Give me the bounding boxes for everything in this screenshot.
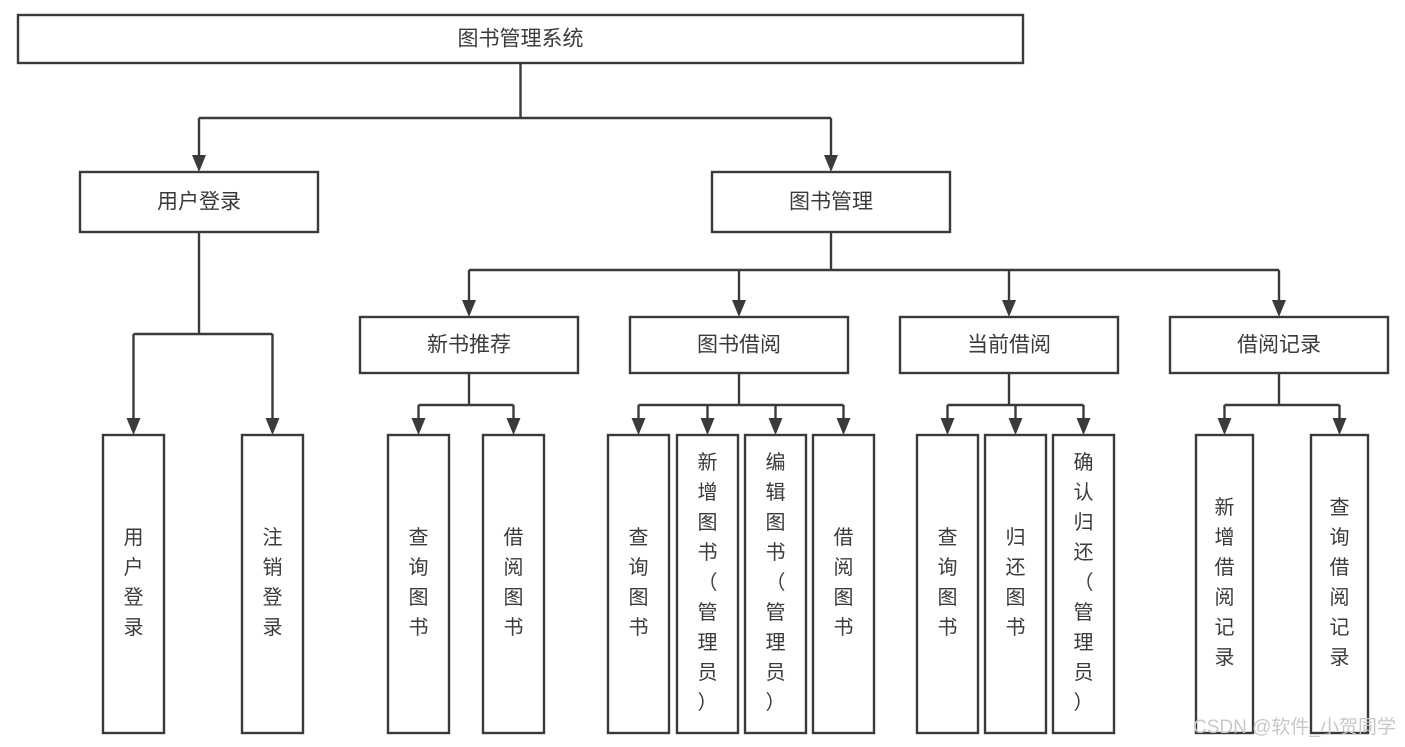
arrow-head-current-query-book <box>940 418 955 435</box>
node-box-borrow-add-book <box>675 433 740 735</box>
node-label-borrow-record: 借阅记录 <box>1237 334 1321 357</box>
node-label-current-return-book: 归还图书 <box>1006 526 1026 639</box>
node-box-current-confirm-return <box>1051 433 1116 735</box>
arrow-head-current-borrow <box>1002 300 1016 317</box>
arrow-head-borrow-query-book <box>631 418 646 435</box>
node-box-root <box>16 13 1025 65</box>
arrow-head-current-confirm-return <box>1076 418 1091 435</box>
arrow-head-user-login <box>192 155 206 172</box>
node-box-recommend-borrow-book <box>481 433 546 735</box>
node-new-book-recommend[interactable]: 新书推荐 <box>358 315 580 375</box>
node-box-user-logout <box>240 433 305 735</box>
node-label-borrow-query-book: 查询图书 <box>629 526 649 639</box>
node-label-user-login-do: 用户登录 <box>124 527 144 639</box>
node-box-borrow-query-book <box>606 433 671 735</box>
node-box-record-add <box>1194 433 1255 735</box>
node-box-borrow-record <box>1168 315 1390 375</box>
node-box-book-borrow <box>628 315 850 375</box>
csdn-watermark: CSDN @软件_小贺同学 <box>1193 716 1396 738</box>
node-box-current-return-book <box>983 433 1048 735</box>
node-label-current-query-book: 查询图书 <box>938 526 958 639</box>
node-label-recommend-borrow-book: 借阅图书 <box>504 526 524 639</box>
node-layer: 图书管理系统用户登录图书管理用户登录注销登录新书推荐查询图书借阅图书图书借阅查询… <box>16 13 1390 735</box>
node-box-book-management <box>710 170 952 234</box>
node-borrow-query-book[interactable]: 查询图书 <box>606 433 671 735</box>
node-label-book-management: 图书管理 <box>789 191 873 214</box>
node-borrow-edit-book[interactable]: 编辑图书（管理员） <box>743 433 808 735</box>
node-root[interactable]: 图书管理系统 <box>16 13 1025 65</box>
node-borrow-record[interactable]: 借阅记录 <box>1168 315 1390 375</box>
arrow-head-new-book-recommend <box>462 300 476 317</box>
arrow-head-book-management <box>824 155 838 172</box>
connector-layer <box>126 63 1347 435</box>
node-recommend-borrow-book[interactable]: 借阅图书 <box>481 433 546 735</box>
arrow-head-record-query <box>1332 418 1347 435</box>
node-box-current-query-book <box>915 433 980 735</box>
node-label-root: 图书管理系统 <box>458 28 584 51</box>
node-label-current-confirm-return: 确认归还（管理员） <box>1074 451 1094 714</box>
node-label-book-borrow: 图书借阅 <box>697 334 781 357</box>
node-label-borrow-borrow-book: 借阅图书 <box>834 526 854 639</box>
node-record-add[interactable]: 新增借阅记录 <box>1194 433 1255 735</box>
node-label-borrow-edit-book: 编辑图书（管理员） <box>766 451 786 714</box>
arrow-head-book-borrow <box>732 300 746 317</box>
node-current-borrow[interactable]: 当前借阅 <box>898 315 1120 375</box>
arrow-head-recommend-borrow-book <box>506 418 521 435</box>
arrow-head-borrow-edit-book <box>768 418 783 435</box>
node-current-confirm-return[interactable]: 确认归还（管理员） <box>1051 433 1116 735</box>
node-label-current-borrow: 当前借阅 <box>967 334 1051 357</box>
node-label-recommend-query-book: 查询图书 <box>409 526 429 639</box>
node-recommend-query-book[interactable]: 查询图书 <box>386 433 451 735</box>
node-box-borrow-edit-book <box>743 433 808 735</box>
node-user-login-do[interactable]: 用户登录 <box>101 433 166 735</box>
node-current-query-book[interactable]: 查询图书 <box>915 433 980 735</box>
node-borrow-borrow-book[interactable]: 借阅图书 <box>811 433 876 735</box>
arrow-head-user-login-do <box>126 418 141 435</box>
node-borrow-add-book[interactable]: 新增图书（管理员） <box>675 433 740 735</box>
node-book-borrow[interactable]: 图书借阅 <box>628 315 850 375</box>
node-label-user-login: 用户登录 <box>157 191 241 214</box>
node-record-query[interactable]: 查询借阅记录 <box>1309 433 1370 735</box>
node-label-record-query: 查询借阅记录 <box>1330 496 1350 669</box>
arrow-head-borrow-record <box>1272 300 1286 317</box>
node-label-borrow-add-book: 新增图书（管理员） <box>698 451 718 714</box>
node-box-record-query <box>1309 433 1370 735</box>
node-box-user-login <box>78 170 320 234</box>
arrow-head-user-logout <box>265 418 280 435</box>
node-label-record-add: 新增借阅记录 <box>1215 496 1235 669</box>
node-label-new-book-recommend: 新书推荐 <box>427 334 511 357</box>
node-user-logout[interactable]: 注销登录 <box>240 433 305 735</box>
arrow-head-borrow-add-book <box>700 418 715 435</box>
node-user-login[interactable]: 用户登录 <box>78 170 320 234</box>
node-box-recommend-query-book <box>386 433 451 735</box>
node-box-new-book-recommend <box>358 315 580 375</box>
arrow-head-borrow-borrow-book <box>836 418 851 435</box>
node-box-user-login-do <box>101 433 166 735</box>
arrow-head-record-add <box>1217 418 1232 435</box>
arrow-head-current-return-book <box>1008 418 1023 435</box>
node-label-user-logout: 注销登录 <box>263 526 283 639</box>
node-book-management[interactable]: 图书管理 <box>710 170 952 234</box>
arrow-head-recommend-query-book <box>411 418 426 435</box>
node-box-current-borrow <box>898 315 1120 375</box>
node-current-return-book[interactable]: 归还图书 <box>983 433 1048 735</box>
node-box-borrow-borrow-book <box>811 433 876 735</box>
